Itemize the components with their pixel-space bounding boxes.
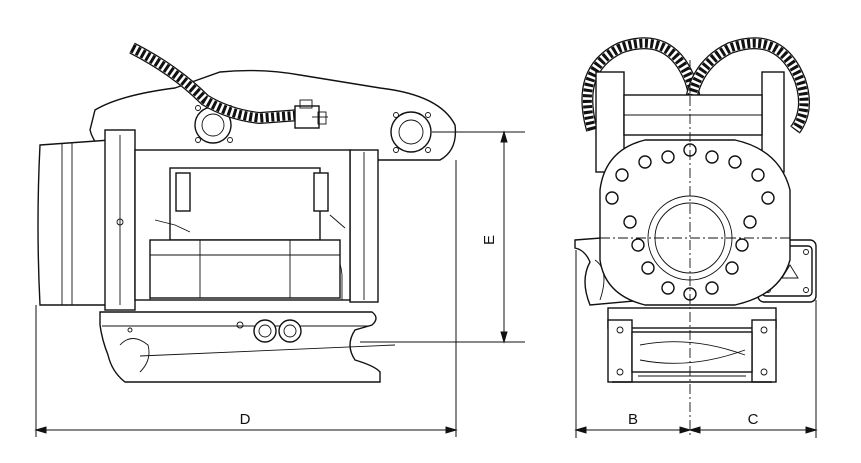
side-quick-coupler xyxy=(99,311,381,383)
bolt xyxy=(393,147,399,153)
side-pin-right xyxy=(398,119,424,145)
side-valve-block xyxy=(169,167,321,241)
front-bolt-circle xyxy=(605,143,775,301)
bolt xyxy=(425,112,431,118)
dimension-label-e: E xyxy=(481,235,498,245)
front-view xyxy=(574,37,817,438)
front-coupler-body xyxy=(631,331,753,373)
side-sensor-left xyxy=(175,172,191,212)
side-motor-housing xyxy=(37,139,111,306)
side-coupler-pin-left xyxy=(253,319,277,343)
bolt xyxy=(227,137,233,143)
side-pin-left xyxy=(201,113,225,137)
bolt xyxy=(195,105,201,111)
front-lower-plate xyxy=(607,307,777,329)
side-sensor-right xyxy=(313,172,329,212)
bolt xyxy=(195,137,201,143)
front-lower-leg-left xyxy=(607,319,633,383)
side-coupler-pin-right xyxy=(278,319,302,343)
bolt xyxy=(425,147,431,153)
dimension-d: D xyxy=(34,160,458,437)
dimension-label-d: D xyxy=(240,411,251,428)
dimension-e: E xyxy=(360,130,525,344)
dimension-label-c: C xyxy=(748,411,759,428)
side-view xyxy=(37,42,457,383)
dimension-c: C xyxy=(688,300,818,438)
dimension-label-b: B xyxy=(628,411,638,428)
side-pin-boss-right xyxy=(390,111,432,153)
side-rotator-housing xyxy=(149,239,341,299)
bolt xyxy=(393,112,399,118)
front-lower-leg-right xyxy=(751,319,777,383)
dimension-b: B xyxy=(574,250,692,438)
